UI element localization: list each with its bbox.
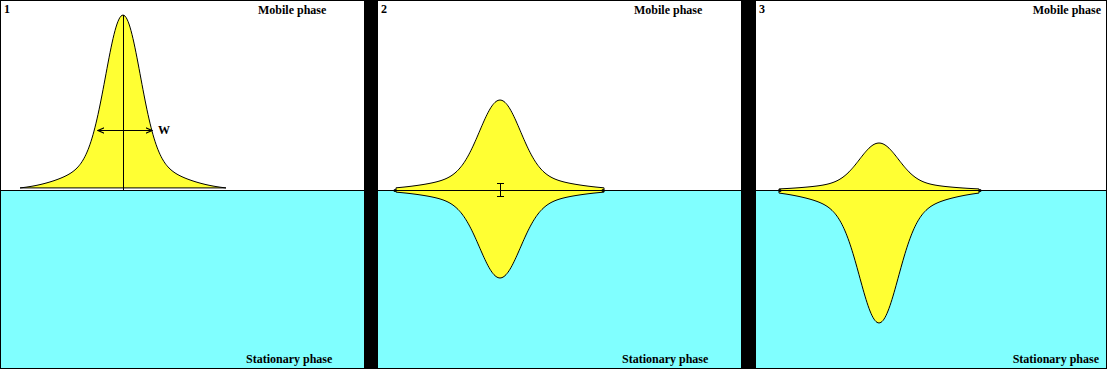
tail-dot (979, 189, 982, 192)
phase-label: Stationary phase (622, 352, 708, 366)
panel-number: 3 (759, 2, 765, 16)
stationary-phase-band (377, 190, 742, 369)
phase-label: Mobile phase (634, 3, 702, 17)
panel-number: 2 (381, 2, 387, 16)
peak-centre-line (123, 15, 124, 190)
phase-boundary (0, 190, 365, 191)
panel-frame (378, 1, 742, 369)
panel-frame (756, 1, 1107, 369)
stationary-phase-band (0, 190, 365, 369)
tail-dot (779, 189, 782, 192)
solute-peak (779, 143, 979, 323)
panel-separator (365, 0, 377, 369)
phase-label: Mobile phase (258, 3, 326, 17)
tail-dot (394, 189, 397, 192)
phase-label: Mobile phase (1033, 3, 1101, 17)
width-label: W (158, 123, 170, 137)
panel-separator (742, 0, 755, 369)
panel-frame (1, 1, 365, 369)
tail-dot (602, 189, 605, 192)
offset-marker (497, 183, 504, 184)
phase-label: Stationary phase (246, 352, 332, 366)
phase-label: Stationary phase (1013, 352, 1099, 366)
offset-marker (497, 196, 504, 197)
phase-boundary (755, 190, 1107, 191)
panel-number: 1 (4, 2, 10, 16)
width-arrow (98, 130, 152, 131)
solute-peak (396, 100, 604, 278)
offset-marker (500, 183, 501, 197)
phase-boundary (377, 190, 742, 191)
stationary-phase-band (755, 190, 1107, 369)
